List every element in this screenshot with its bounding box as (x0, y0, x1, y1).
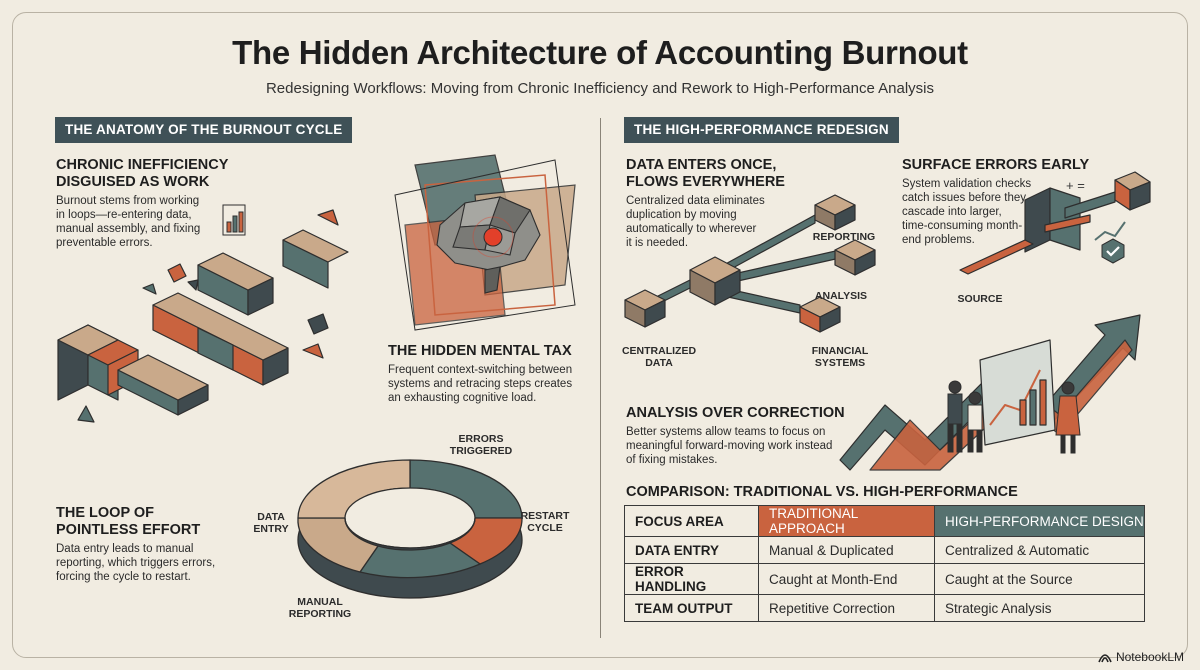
table-row: ERROR HANDLING Caught at Month-End Caugh… (624, 563, 1145, 595)
page-title: The Hidden Architecture of Accounting Bu… (232, 34, 968, 71)
row-label: TEAM OUTPUT (624, 594, 759, 622)
comparison-table: FOCUS AREA TRADITIONAL APPROACH HIGH-PER… (624, 505, 1145, 622)
column-divider (600, 118, 601, 638)
source-pipe-illustration (959, 171, 1151, 275)
high-performance-cell: Centralized & Automatic (934, 536, 1145, 564)
data-once-title: DATA ENTERS ONCE, FLOWS EVERYWHERE (626, 157, 785, 190)
mental-tax-title: THE HIDDEN MENTAL TAX (388, 343, 572, 359)
row-label: DATA ENTRY (624, 536, 759, 564)
plus-equals-icon: + = (1066, 178, 1085, 193)
brand-watermark: NotebookLM (1098, 650, 1184, 664)
mental-tax-desc: Frequent context-switching between syste… (388, 364, 573, 404)
header-focus-area: FOCUS AREA (624, 505, 759, 537)
traditional-cell: Repetitive Correction (758, 594, 935, 622)
traditional-cell: Manual & Duplicated (758, 536, 935, 564)
check-shield-icon (1100, 238, 1126, 264)
data-flow-illustration (624, 194, 876, 333)
page-frame (12, 12, 1188, 658)
notebooklm-logo-icon (1098, 654, 1112, 663)
comparison-title: COMPARISON: TRADITIONAL VS. HIGH-PERFORM… (626, 484, 1018, 500)
loop-title: THE LOOP OF POINTLESS EFFORT (56, 505, 201, 538)
header-traditional: TRADITIONAL APPROACH (758, 505, 935, 537)
surface-desc: System validation checks catch issues be… (902, 178, 1032, 246)
growth-arrow-illustration (839, 314, 1141, 471)
burnout-cycle-ring (297, 459, 523, 599)
analysis-title: ANALYSIS OVER CORRECTION (626, 405, 845, 421)
inefficiency-desc: Burnout stems from working in loops—re-e… (56, 195, 201, 249)
broken-loop-illustration (57, 204, 349, 423)
brain-illustration (394, 154, 576, 331)
source-label: SOURCE (957, 293, 1003, 305)
section-tag-redesign: THE HIGH-PERFORMANCE REDESIGN (624, 117, 899, 143)
data-once-desc: Centralized data eliminates duplication … (626, 195, 765, 249)
brand-label: NotebookLM (1115, 650, 1184, 664)
loop-desc: Data entry leads to manual reporting, wh… (56, 543, 216, 583)
high-performance-cell: Caught at the Source (934, 563, 1145, 595)
section-tag-burnout-cycle: THE ANATOMY OF THE BURNOUT CYCLE (55, 117, 353, 143)
high-performance-cell: Strategic Analysis (934, 594, 1145, 622)
traditional-cell: Caught at Month-End (758, 563, 935, 595)
table-row: TEAM OUTPUT Repetitive Correction Strate… (624, 594, 1145, 622)
surface-title: SURFACE ERRORS EARLY (902, 157, 1090, 173)
flow-label-reporting: REPORTING (812, 231, 876, 243)
table-row: DATA ENTRY Manual & Duplicated Centraliz… (624, 536, 1145, 564)
flow-label-analysis: ANALYSIS (814, 290, 868, 302)
page-subtitle: Redesigning Workflows: Moving from Chron… (265, 80, 935, 97)
header-high-performance: HIGH-PERFORMANCE DESIGN (934, 505, 1145, 537)
row-label: ERROR HANDLING (624, 563, 759, 595)
inefficiency-title: CHRONIC INEFFICIENCY DISGUISED AS WORK (56, 157, 229, 190)
comparison-header-row: FOCUS AREA TRADITIONAL APPROACH HIGH-PER… (624, 505, 1145, 537)
analysis-desc: Better systems allow teams to focus on m… (626, 426, 833, 466)
